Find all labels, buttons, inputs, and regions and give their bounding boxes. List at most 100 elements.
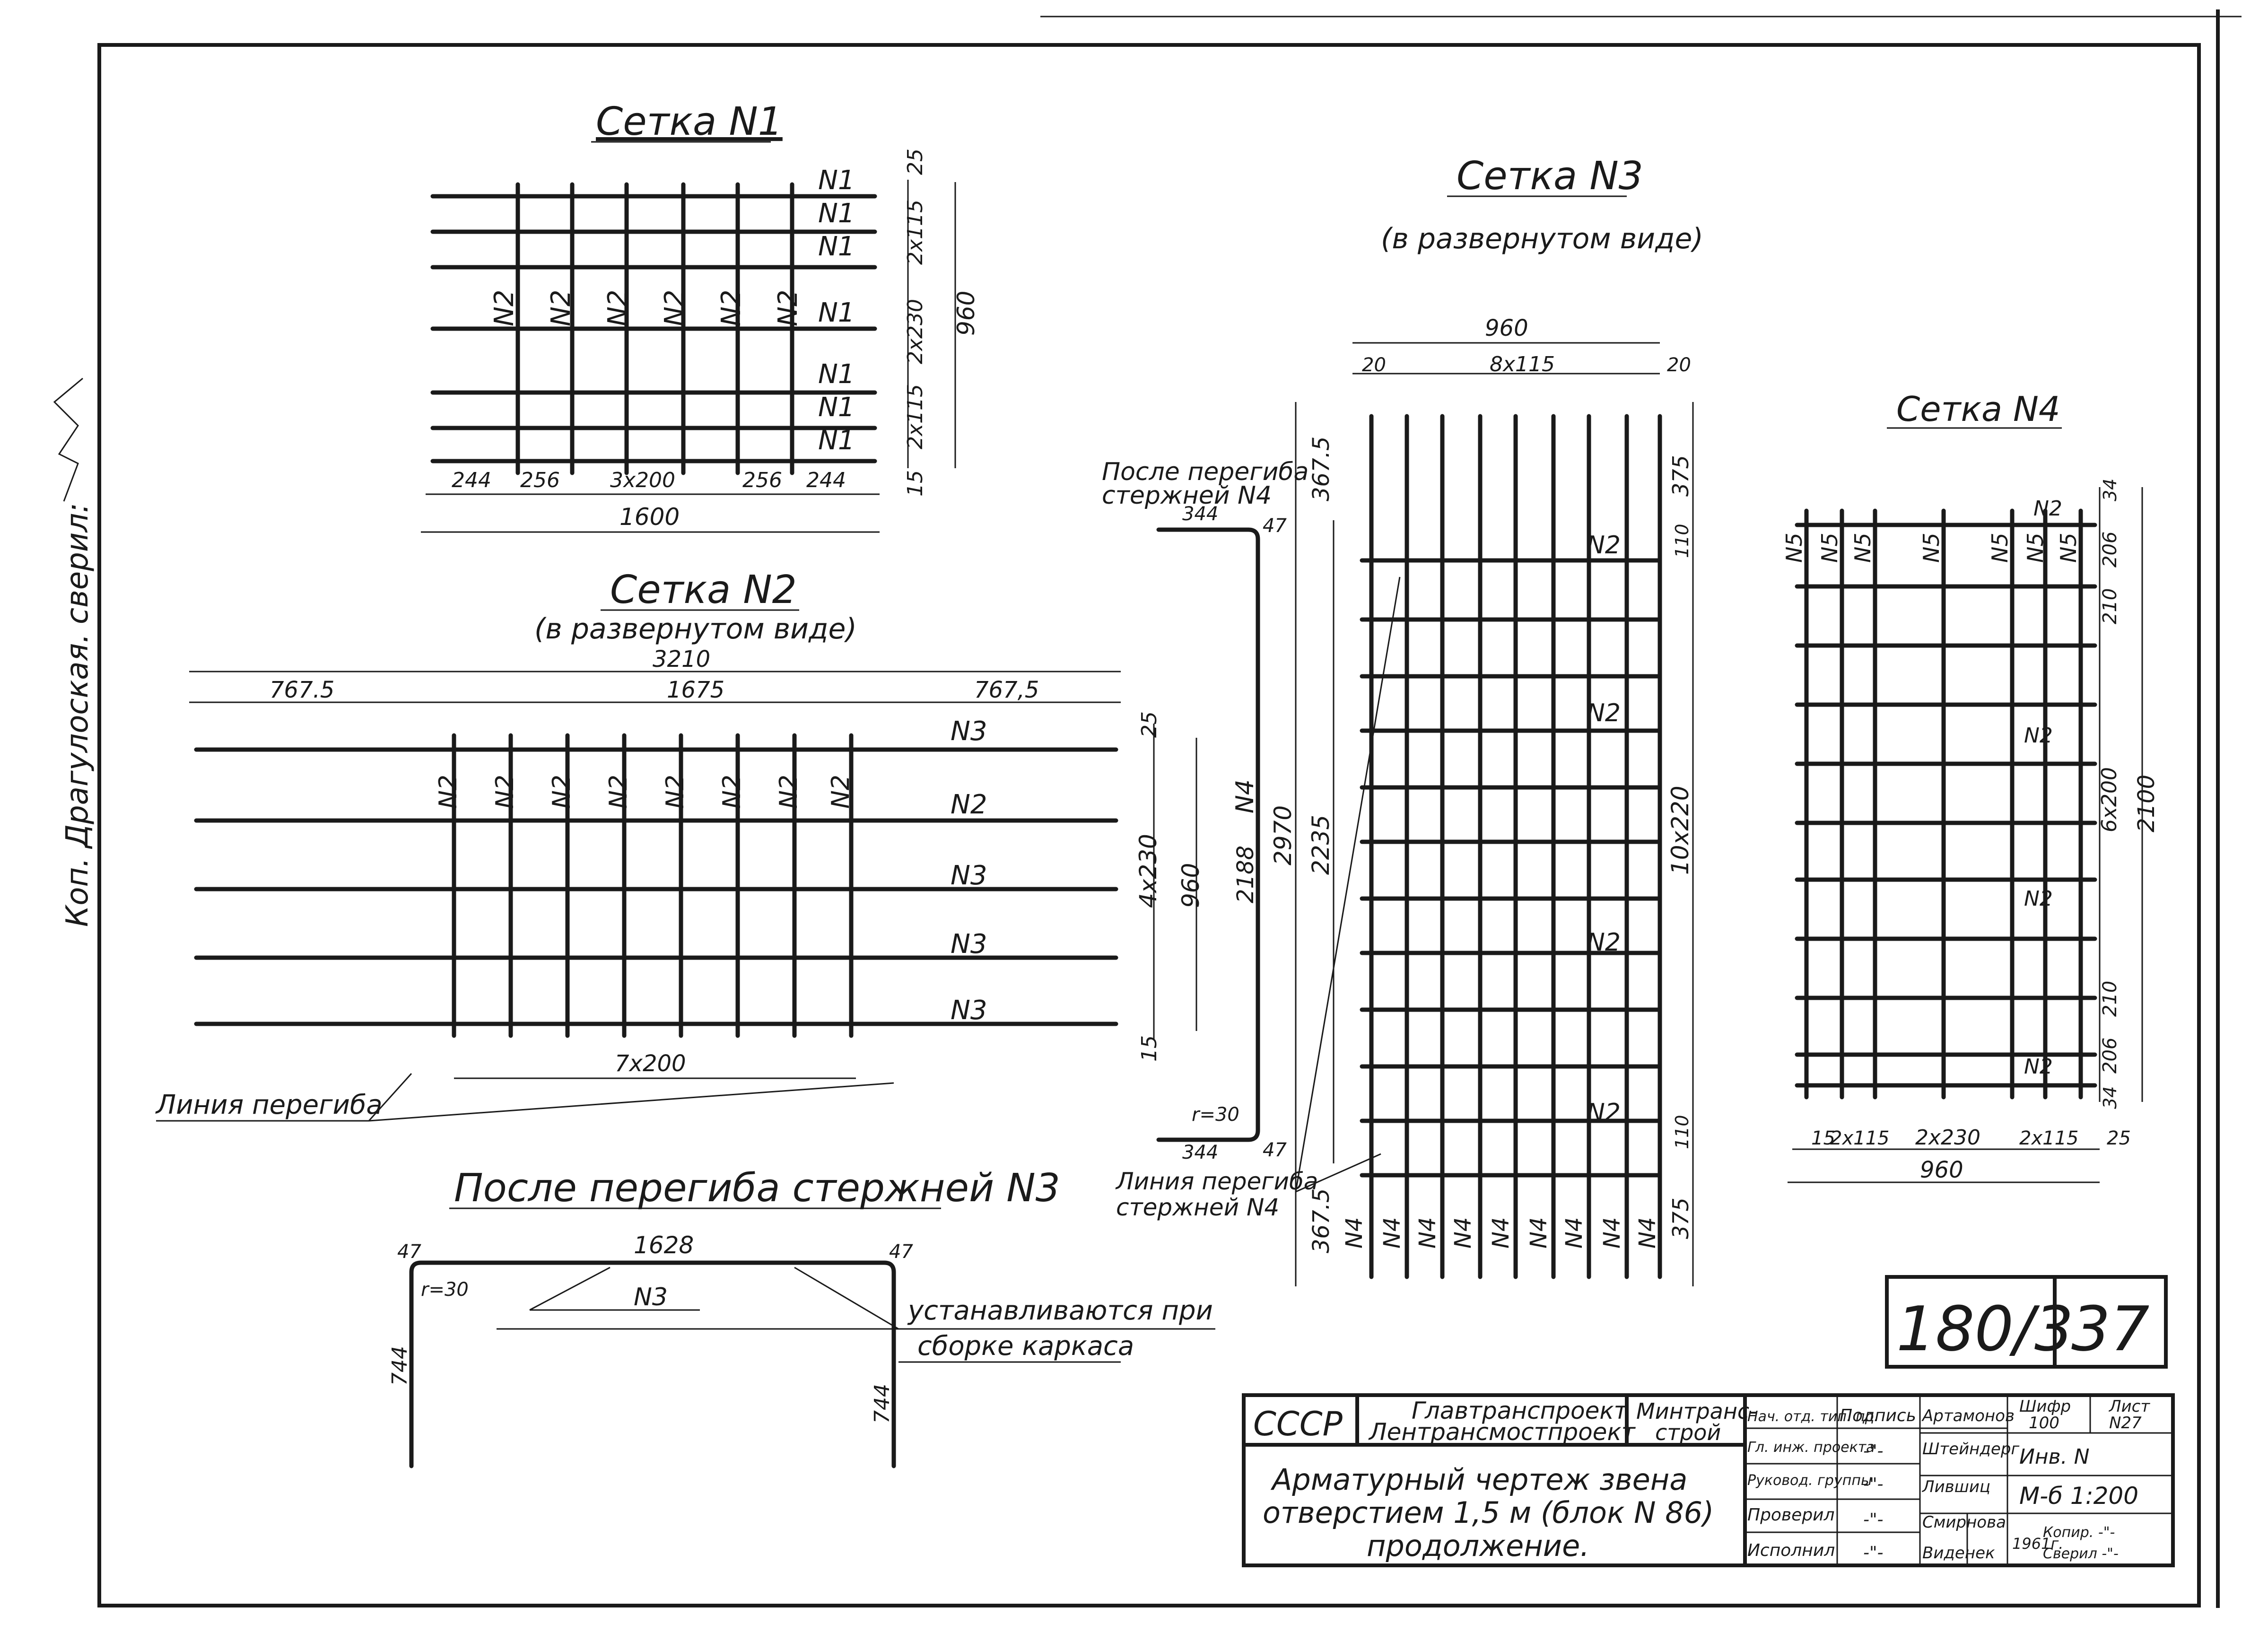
mesh4-hbar-label: N2	[2024, 724, 2053, 748]
title-signature: -"-	[1863, 1510, 1884, 1529]
mesh3-vbar-label: N4	[1634, 1217, 1661, 1249]
mesh4-hbar-label: N2	[2024, 1055, 2053, 1079]
title-name: Виденек	[1922, 1544, 1995, 1563]
mesh3-profile-bar: N4	[1231, 779, 1259, 813]
mesh4-dim-total: 2100	[2133, 775, 2160, 832]
mesh4-dim: 206	[2099, 1038, 2121, 1074]
title-verified: Сверил -"-	[2043, 1546, 2119, 1562]
title-signature-header: Подпись	[1840, 1406, 1916, 1425]
mesh3-vbar-label: N4	[1488, 1217, 1514, 1249]
side-note-checked: сверил:	[60, 503, 95, 624]
after-bend-n3-note-leader	[794, 1266, 899, 1330]
title-scale: М-б 1:200	[2019, 1482, 2138, 1510]
mesh2-vbar-label: N2	[775, 775, 803, 809]
mesh1-bar-label: N1	[818, 231, 855, 262]
title-role: Проверил	[1747, 1505, 1835, 1525]
mesh1-vertical-bars	[515, 182, 794, 475]
title-description: продолжение.	[1367, 1528, 1589, 1563]
mesh4-dim: 15	[1811, 1127, 1835, 1149]
mesh2-horizontal-bars	[194, 747, 1118, 1026]
bent-bar-n4	[1156, 527, 1260, 1142]
mesh2-vbar-label: N2	[434, 775, 462, 809]
mesh3-dim: 20	[1667, 354, 1691, 376]
mesh3-dim: 375	[1668, 1197, 1693, 1239]
mesh2-bend-line-label: Линия перегиба	[155, 1090, 383, 1120]
mesh3-labels: N2 N2 N2 N2 N4 N4 N4 N4 N4 N4 N4 N4 N4	[1341, 531, 1661, 1249]
title-description: Арматурный чертеж звена	[1270, 1462, 1687, 1497]
mesh1-bar-label: N1	[818, 425, 855, 456]
title-sheet-value: N27	[2109, 1414, 2142, 1432]
mesh3-vbar-label: N4	[1599, 1217, 1625, 1249]
mesh1-labels: N1 N1 N1 N1 N1 N1 N1 N2 N2 N2 N2 N2 N2	[489, 165, 855, 456]
title-name: Штейндерг	[1922, 1440, 2020, 1459]
bend-line-leader	[368, 1073, 412, 1122]
mesh4-dim: 210	[2099, 588, 2121, 624]
title-name: Артамонов	[1921, 1406, 2015, 1425]
mesh4-hbar-label: N2	[2033, 497, 2062, 521]
mesh4-dim: 210	[2099, 981, 2121, 1017]
mesh1-vbar-label: N2	[716, 289, 747, 326]
mesh2-vbar-label: N2	[718, 775, 746, 809]
bend-line-leader	[368, 1082, 894, 1122]
mesh3-vbar-label: N4	[1450, 1217, 1476, 1249]
sheet-frame	[97, 43, 2201, 1607]
mesh3-hbar-label: N2	[1587, 531, 1621, 559]
after-bend-n3-bar: N3	[634, 1283, 668, 1311]
mesh4-dim: 206	[2099, 532, 2121, 568]
mesh3-vbar-label: N4	[1526, 1217, 1552, 1249]
title-signature: -"-	[1863, 1441, 1884, 1461]
mesh1-dim: 2x115	[903, 200, 927, 265]
mesh1-vbar-label: N2	[546, 289, 576, 326]
mesh3-vbar-label: N4	[1379, 1217, 1405, 1249]
title-role: Гл. инж. проекта	[1747, 1439, 1875, 1456]
mesh4-vbar-label: N5	[1919, 533, 1944, 563]
mesh2-hbar-label: N3	[951, 929, 987, 960]
mesh3-dim: 10x220	[1666, 786, 1694, 875]
mesh3-dim: 8x115	[1490, 352, 1555, 376]
mesh3-bend-leader	[1295, 576, 1401, 1192]
mesh3-dim: 110	[1672, 1115, 1692, 1149]
mesh3-profile-dim: 344	[1182, 1142, 1218, 1163]
mesh2-dim: 960	[1177, 863, 1204, 908]
title-inv: Инв. N	[2019, 1445, 2090, 1469]
mesh1-dim: 256	[520, 468, 560, 492]
mesh4-labels: N5 N5 N5 N5 N5 N5 N5 N2 N2 N2 N2	[1781, 497, 2081, 1079]
mesh1-dim: 2x230	[903, 299, 927, 364]
title-role: Исполнил	[1747, 1541, 1835, 1560]
mesh3-after-bend-label: стержней N4	[1102, 481, 1272, 510]
title-signature: -"-	[1863, 1475, 1884, 1494]
mesh1-dim: 3x200	[610, 468, 675, 492]
mesh1-dim: 15	[903, 470, 927, 497]
signature-mark	[53, 377, 83, 502]
mesh1-dim-total: 960	[952, 291, 980, 336]
mesh2-hbar-label: N3	[951, 716, 987, 747]
mesh4-dim: 34	[2100, 479, 2120, 501]
title-description: отверстием 1,5 м (блок N 86)	[1263, 1495, 1714, 1530]
after-bend-n3-title: После перегиба стержней N3	[454, 1166, 1060, 1211]
mesh3-dim: 20	[1362, 354, 1386, 376]
mesh3: Сетка N3 (в развернутом виде) 960 20 8x1…	[1102, 154, 1703, 1286]
mesh4-vertical-bars	[1804, 508, 2083, 1100]
after-bend-n3: После перегиба стержней N3 1628 47 47 r=…	[388, 1166, 1215, 1468]
mesh2-subtitle: (в развернутом виде)	[534, 612, 857, 646]
mesh2-vbar-label: N2	[548, 775, 576, 809]
mesh3-subtitle: (в развернутом виде)	[1381, 222, 1703, 255]
mesh1-dim-total: 1600	[619, 503, 680, 531]
sheet-number-frame	[1885, 1275, 2168, 1369]
mesh2-hbar-label: N3	[951, 860, 987, 891]
mesh4-dim: 2x115	[2019, 1127, 2078, 1149]
mesh3-dim: 367.5	[1308, 1188, 1335, 1253]
mesh3-dim: 375	[1668, 455, 1693, 497]
mesh4-dim: 25	[2107, 1127, 2131, 1149]
mesh1-vbar-label: N2	[773, 289, 803, 326]
mesh3-vbar-label: N4	[1561, 1217, 1588, 1249]
mesh3-profile-dim: 344	[1182, 503, 1218, 525]
mesh4-dim: 2x230	[1915, 1126, 1980, 1150]
mesh1-vbar-label: N2	[602, 289, 633, 326]
mesh2-dim: 767.5	[270, 677, 334, 703]
title-name: Лившиц	[1921, 1477, 1990, 1496]
mesh3-profile-dim: 47	[1263, 1139, 1287, 1161]
mesh1-vbar-label: N2	[489, 289, 520, 326]
mesh1-bar-label: N1	[818, 165, 855, 196]
title-org1: Главтранспроект	[1412, 1397, 1629, 1424]
